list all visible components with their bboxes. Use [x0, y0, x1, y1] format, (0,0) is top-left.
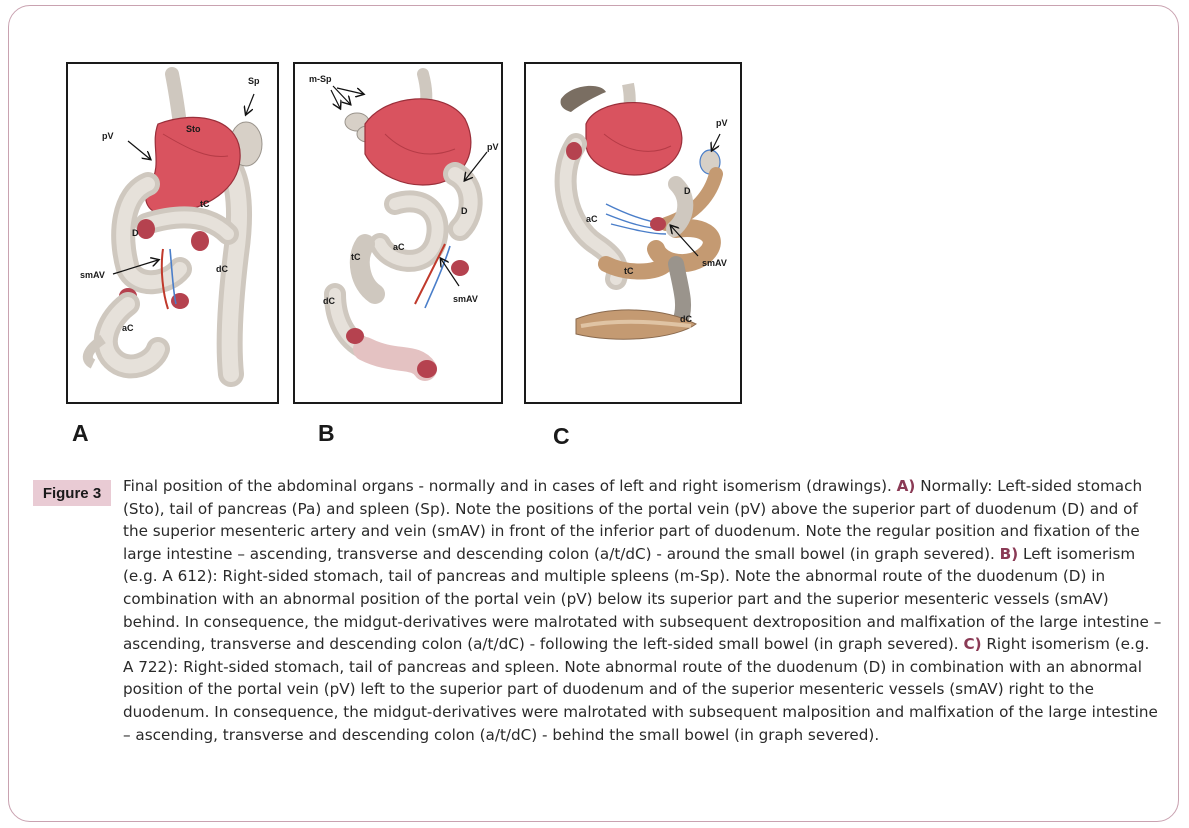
- anatomy-drawing-a: Sp pV Sto tC D smAV dC aC: [80, 67, 263, 387]
- label-b-tc: tC: [351, 252, 361, 262]
- caption-a-label: A): [896, 477, 916, 495]
- label-c-pv: pV: [716, 118, 728, 128]
- anatomy-drawing-b: m-Sp pV D aC tC dC smAV: [309, 68, 499, 381]
- figure-frame: [8, 5, 1179, 822]
- panel-letter-b: B: [318, 420, 335, 446]
- label-a-d: D: [132, 228, 139, 238]
- label-c-ac: aC: [586, 214, 598, 224]
- caption-b-text: Left isomerism (e.g. A 612): Right-sided…: [123, 544, 1162, 654]
- figure-panel-a: Sp pV Sto tC D smAV dC aC: [66, 62, 279, 404]
- label-b-ac: aC: [393, 242, 405, 252]
- label-c-smav: smAV: [702, 258, 727, 268]
- label-b-smav: smAV: [453, 294, 478, 304]
- panel-letter-c: C: [553, 423, 570, 449]
- anatomy-drawing-c: pV D aC smAV tC dC: [554, 82, 728, 340]
- label-a-dc: dC: [216, 264, 228, 274]
- caption-a-text: Normally: Left-sided stomach (Sto), tail…: [123, 477, 1143, 563]
- label-c-dc: dC: [680, 314, 692, 324]
- label-a-tc: tC: [200, 199, 210, 209]
- figure-caption: Final position of the abdominal organs -…: [123, 475, 1163, 746]
- label-a-smav: smAV: [80, 270, 105, 280]
- caption-c-label: C): [963, 635, 982, 654]
- label-a-pv: pV: [102, 131, 114, 141]
- label-b-pv: pV: [487, 142, 499, 152]
- caption-c-text: Right isomerism (e.g. A 722): Right-side…: [123, 635, 1158, 744]
- label-a-sto: Sto: [186, 124, 201, 134]
- label-c-d: D: [684, 186, 691, 196]
- label-c-tc: tC: [624, 266, 634, 276]
- label-a-ac: aC: [122, 323, 134, 333]
- panel-letter-a: A: [72, 420, 89, 446]
- figure-panel-b: m-Sp pV D aC tC dC smAV: [293, 62, 503, 404]
- label-a-sp: Sp: [248, 76, 260, 86]
- figure-label-badge: Figure 3: [33, 480, 111, 506]
- label-b-d: D: [461, 206, 468, 216]
- figure-panel-c: pV D aC smAV tC dC: [524, 62, 742, 404]
- caption-b-label: B): [999, 544, 1019, 563]
- label-b-msp: m-Sp: [309, 74, 332, 84]
- label-b-dc: dC: [323, 296, 335, 306]
- caption-intro: Final position of the abdominal organs -…: [123, 477, 892, 495]
